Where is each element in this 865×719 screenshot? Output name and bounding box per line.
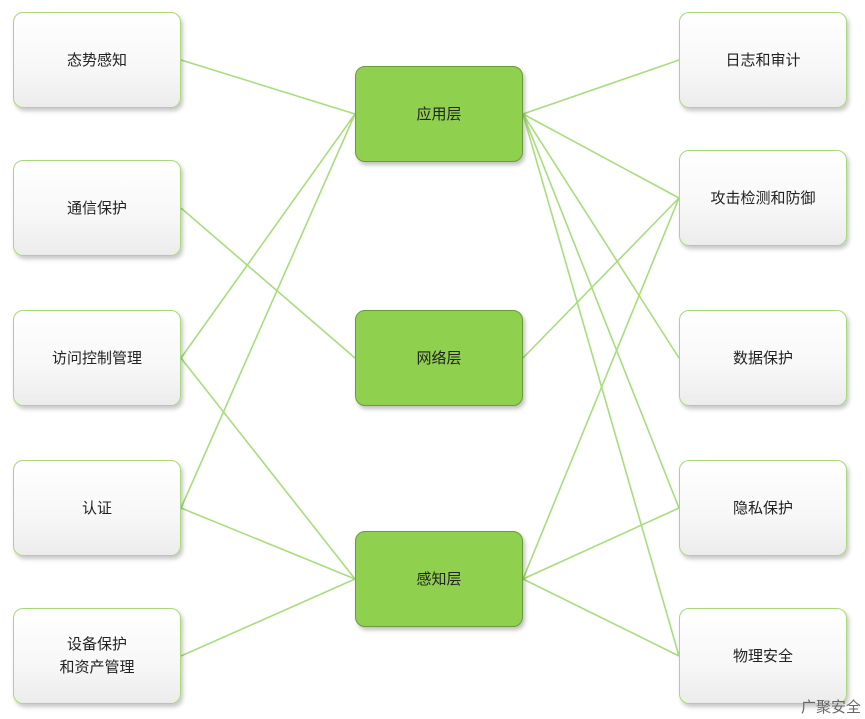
connector-c3-r5 bbox=[522, 578, 680, 657]
connector-c1-r4 bbox=[522, 113, 680, 509]
layer-label: 感知层 bbox=[416, 569, 462, 588]
connector-l4-c3 bbox=[180, 507, 356, 580]
connector-c3-r4 bbox=[522, 507, 680, 580]
node-data-protection: 数据保护 bbox=[679, 310, 847, 406]
node-label: 隐私保护 bbox=[732, 498, 793, 517]
layer-application: 应用层 bbox=[355, 66, 523, 162]
connector-l4-c1 bbox=[180, 113, 356, 509]
node-attack-detection-defense: 攻击检测和防御 bbox=[679, 150, 847, 246]
connector-l5-c3 bbox=[180, 578, 356, 657]
node-privacy-protection: 隐私保护 bbox=[679, 460, 847, 556]
node-label: 通信保护 bbox=[66, 198, 127, 217]
node-physical-security: 物理安全 bbox=[679, 608, 847, 704]
connector-l1-c1 bbox=[180, 59, 356, 115]
node-authentication: 认证 bbox=[13, 460, 181, 556]
node-label: 认证 bbox=[81, 498, 112, 517]
layer-label: 网络层 bbox=[416, 348, 462, 367]
node-label: 数据保护 bbox=[732, 348, 793, 367]
connector-c1-r5 bbox=[522, 113, 680, 657]
node-device-asset-management: 设备保护 和资产管理 bbox=[13, 608, 181, 704]
node-label: 访问控制管理 bbox=[51, 348, 142, 367]
connector-c3-r2 bbox=[522, 197, 680, 580]
node-label: 攻击检测和防御 bbox=[710, 188, 816, 207]
layer-perception: 感知层 bbox=[355, 531, 523, 627]
connector-c1-r1 bbox=[522, 59, 680, 115]
connector-c1-r2 bbox=[522, 113, 680, 199]
node-label: 态势感知 bbox=[66, 50, 127, 69]
node-label: 日志和审计 bbox=[725, 50, 801, 69]
connector-l3-c1 bbox=[180, 113, 356, 359]
node-label: 物理安全 bbox=[732, 646, 793, 665]
connector-c1-r3 bbox=[522, 113, 680, 359]
watermark-text: 广聚安全 bbox=[800, 698, 861, 716]
node-situational-awareness: 态势感知 bbox=[13, 12, 181, 108]
node-label: 设备保护 和资产管理 bbox=[59, 635, 135, 676]
node-access-control-management: 访问控制管理 bbox=[13, 310, 181, 406]
node-communication-protection: 通信保护 bbox=[13, 160, 181, 256]
layer-label: 应用层 bbox=[416, 104, 462, 123]
layer-network: 网络层 bbox=[355, 310, 523, 406]
connector-l3-c3 bbox=[180, 357, 356, 580]
connector-c2-r2 bbox=[522, 197, 680, 359]
connector-l2-c2 bbox=[180, 207, 356, 359]
node-logging-audit: 日志和审计 bbox=[679, 12, 847, 108]
